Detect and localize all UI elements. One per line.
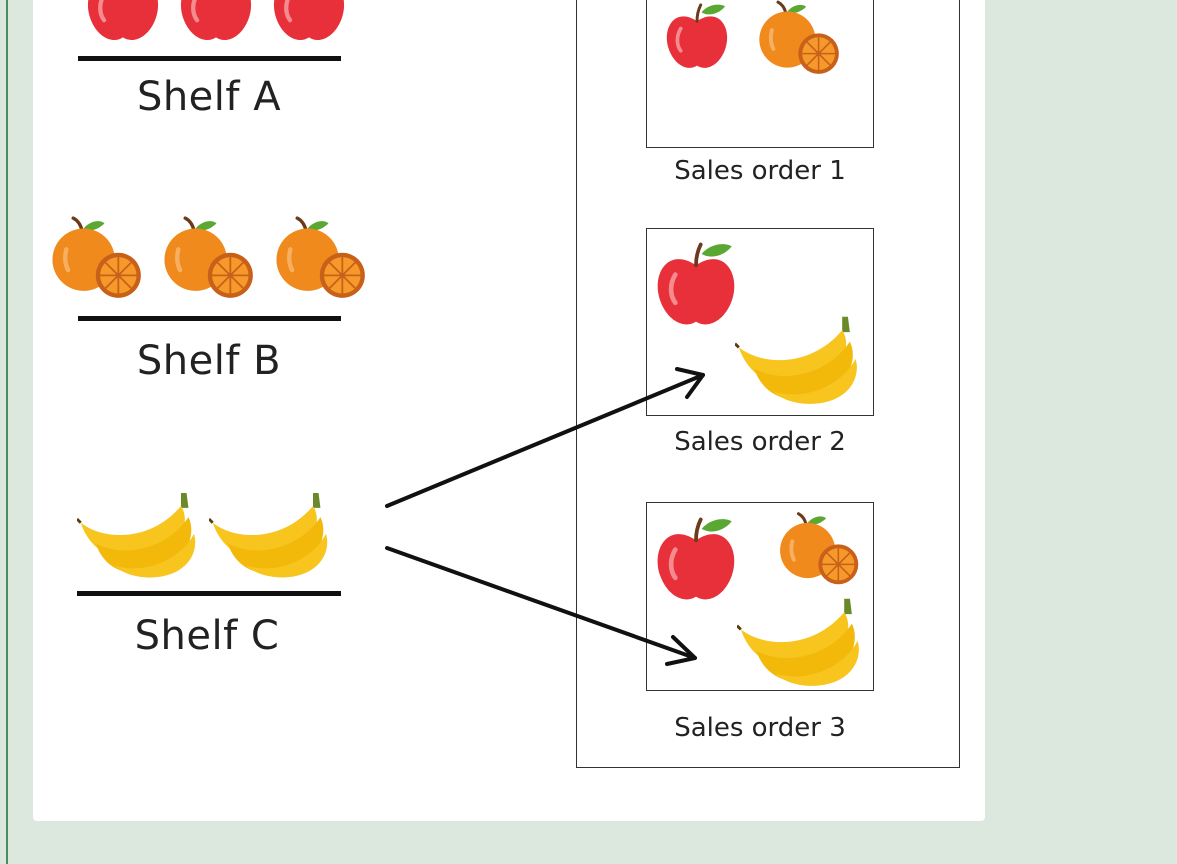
shelf-line	[77, 591, 341, 596]
arrow-shelf-c-to-order-2	[385, 367, 705, 508]
arrows-layer	[385, 367, 705, 666]
shelf-label: Shelf A	[136, 74, 282, 120]
sales-order-label: Sales order 3	[674, 713, 846, 743]
shelf-label: Shelf C	[134, 613, 280, 659]
sales-order-1-box	[646, 0, 874, 148]
diagram-card: Shelf A Shelf B Shelf C Sales order 1 Sa…	[33, 0, 985, 821]
sales-order-label: Sales order 1	[674, 156, 846, 186]
shelf-label: Shelf B	[136, 338, 282, 384]
arrow-shelf-c-to-order-3	[385, 546, 697, 666]
left-accent-rule	[6, 0, 8, 864]
shelf-line	[78, 316, 341, 321]
shelf-line	[78, 56, 341, 61]
sales-order-label: Sales order 2	[674, 427, 846, 457]
sales-orders-panel	[576, 0, 960, 768]
